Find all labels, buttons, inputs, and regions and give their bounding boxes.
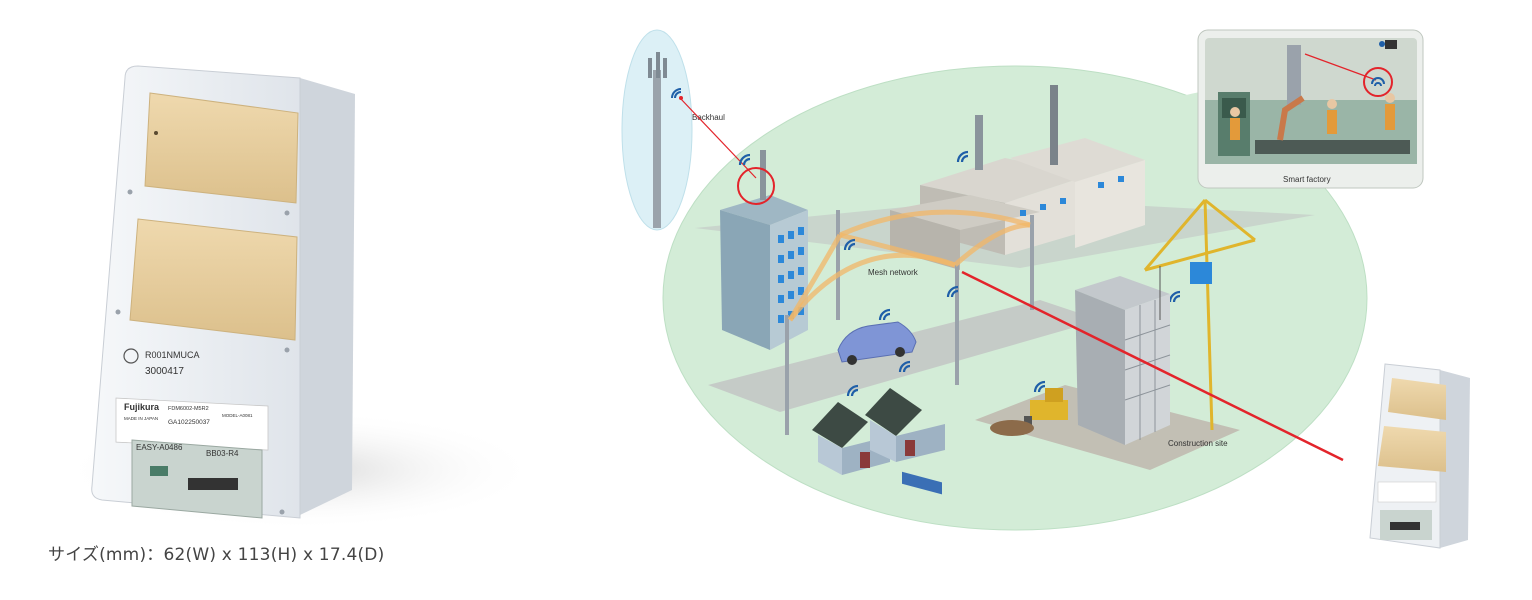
worker-heads — [1230, 93, 1395, 117]
screw-hole — [284, 210, 290, 216]
factory-bubble-tail — [1100, 92, 1200, 150]
device-made-in: MADE IN JAPAN — [124, 416, 158, 421]
connector-port — [188, 478, 238, 490]
mesh-network-label: Mesh network — [868, 268, 919, 277]
factory-highlight-circle — [1363, 67, 1393, 97]
construction-site-label: Construction site — [1168, 439, 1228, 448]
robot-arm — [1277, 95, 1305, 141]
wifi-icons — [738, 150, 1181, 397]
wifi-icon — [671, 88, 683, 100]
device-id-1: R001NMUCA — [145, 350, 200, 360]
backhaul-label: Backhaul — [692, 113, 725, 122]
device-serial: GA102250037 — [168, 419, 210, 426]
device-id-2: 3000417 — [145, 366, 184, 377]
houses — [812, 388, 945, 475]
smart-factory-panel: Smart factory — [1197, 29, 1424, 189]
connector-left-label: EASY-A0486 — [136, 443, 183, 452]
connector-right-label: BB03-R4 — [206, 449, 239, 458]
dirt-pile — [990, 420, 1034, 436]
camera-icon — [1379, 40, 1397, 49]
factory-wifi-icon — [1371, 77, 1385, 87]
board-chip — [150, 466, 168, 476]
device-link — [961, 270, 1344, 462]
screw-hole — [284, 347, 290, 353]
device-brand: Fujikura — [124, 402, 160, 412]
machine-column — [1287, 45, 1301, 105]
conveyor-belt — [1255, 140, 1410, 154]
device-side — [300, 78, 355, 515]
small-device — [1369, 363, 1470, 549]
highlight-circle — [737, 167, 775, 205]
street-poles — [785, 210, 1034, 435]
cell-tower — [648, 52, 667, 228]
network-diagram: Backhaul — [621, 29, 1368, 531]
screw-hole — [127, 189, 133, 195]
small-pad-bottom — [1378, 426, 1446, 472]
crane-cab — [1190, 262, 1212, 284]
office-building — [720, 150, 808, 350]
tower-crane — [1143, 198, 1256, 431]
small-pad-top — [1388, 378, 1446, 420]
pad-dot — [154, 131, 158, 135]
car — [837, 321, 917, 365]
factory-link — [1304, 53, 1377, 81]
certification-mark — [123, 348, 139, 364]
road — [708, 300, 1100, 412]
bulldozer — [1024, 388, 1068, 426]
screw-hole — [115, 309, 121, 315]
size-caption: サイズ(mm)：62(W) x 113(H) x 17.4(D) — [48, 545, 385, 565]
smart-factory-label: Smart factory — [1283, 175, 1331, 184]
mesh-links — [787, 209, 1031, 322]
antenna-pad-top — [144, 92, 299, 204]
device-model: FDM6002-M5R2 — [168, 406, 209, 412]
device-illustration: R001NMUCA 3000417 Fujikura FDM6002-M5R2 … — [60, 65, 540, 530]
device-model-code: MODEL-A0081 — [222, 413, 253, 418]
workers — [1230, 104, 1395, 140]
construction-building — [1075, 276, 1171, 445]
screw-hole — [279, 509, 285, 515]
antenna-pad-bottom — [129, 218, 298, 341]
